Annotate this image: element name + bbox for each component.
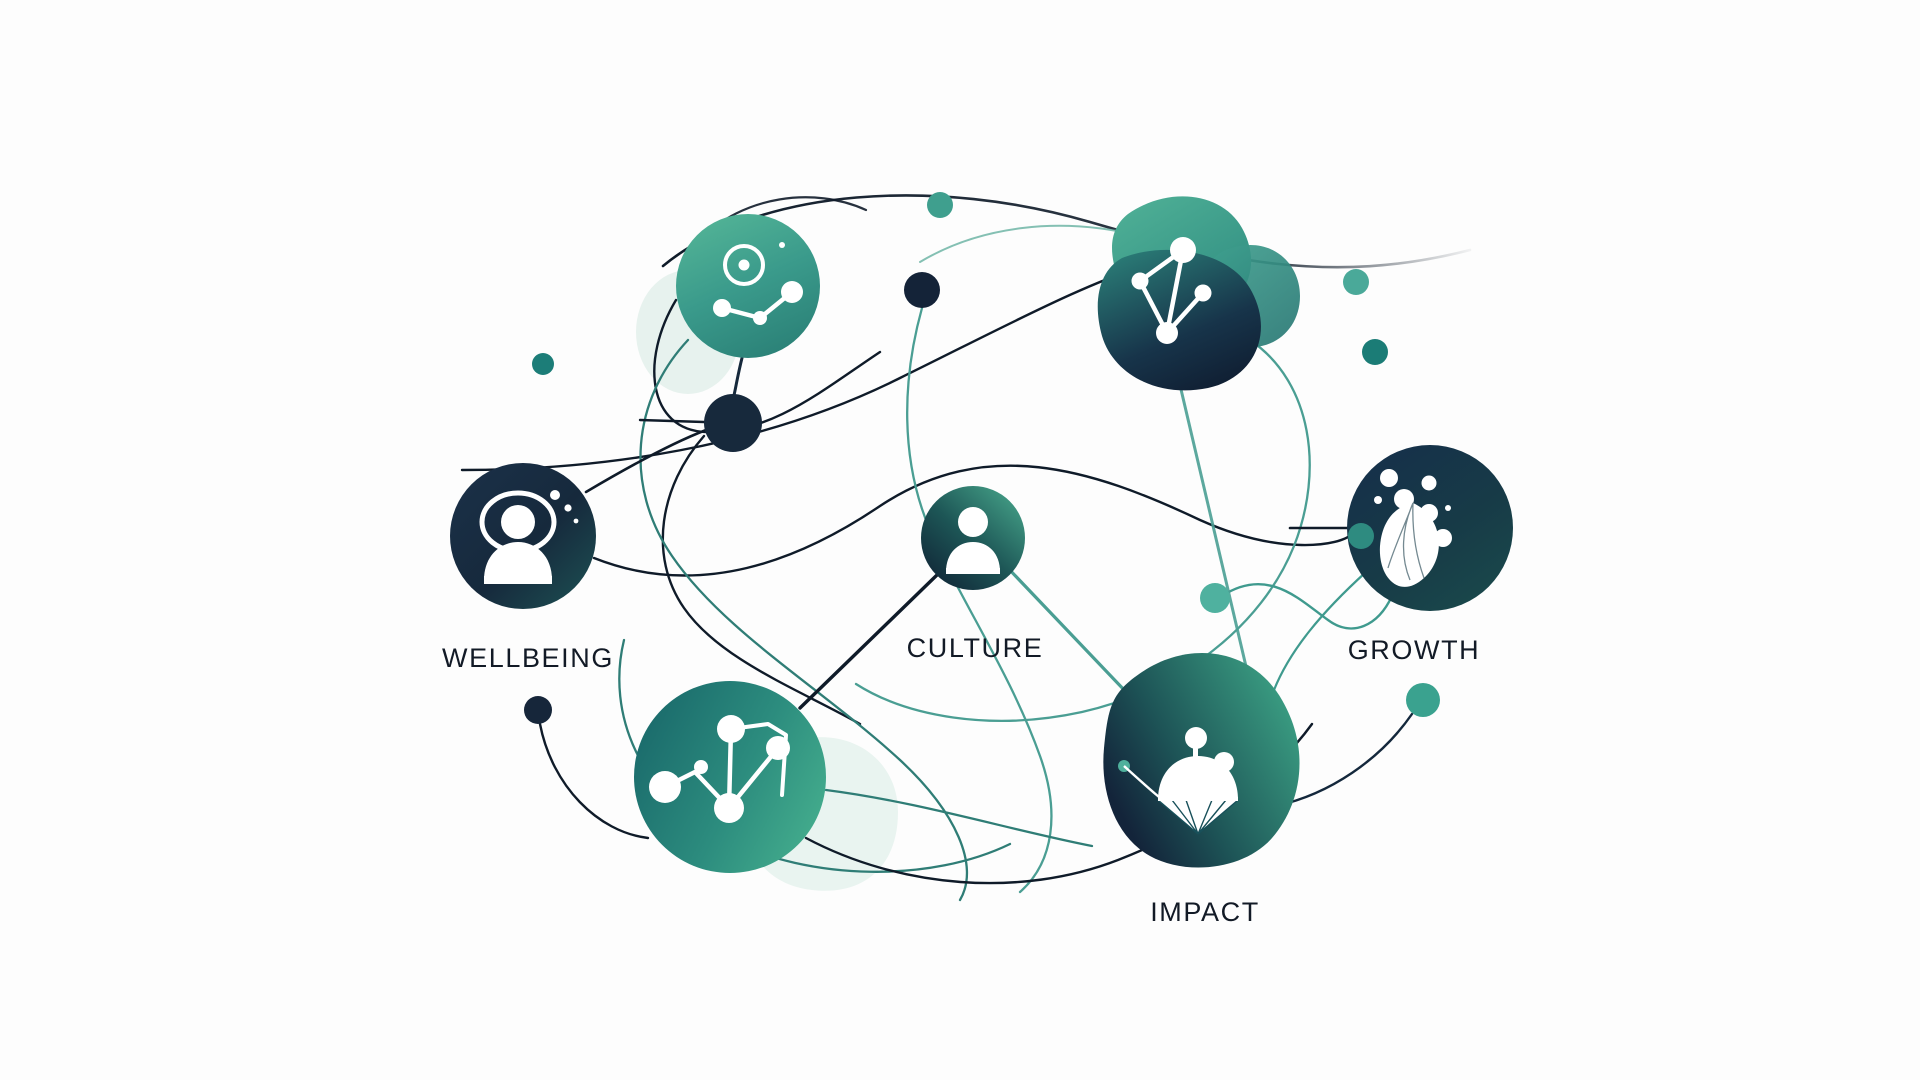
link-teal-squiggle-growth [1220,583,1394,630]
label-impact: IMPACT [1150,897,1260,927]
link-teal-dot-bottom-tail [1274,712,1414,808]
node-impact[interactable] [1103,653,1300,868]
link-long-diagonal [460,256,1170,472]
teal-dot-under-growth [1200,583,1230,613]
node-insight-shape[interactable] [676,214,820,358]
label-growth: GROWTH [1348,635,1481,665]
link-teal-vertical [906,306,1053,894]
label-wellbeing: WELLBEING [442,643,614,673]
link-wellbeing-middot [584,428,708,494]
teal-dot-small-left [532,353,554,375]
navy-dot-mid-left [704,394,762,452]
link-wellbeing-right [592,464,1354,577]
node-labels: WELLBEING CULTURE GROWTH IMPACT [442,633,1481,927]
link-culture-constellation [798,572,940,710]
link-navy-dot-to-constellation [538,722,650,840]
link-teal-center-sweep [639,338,969,902]
navy-dot-top [904,272,940,308]
person-icon [946,507,1000,574]
teal-dot-bottom-right [1406,683,1440,717]
link-insight-navy-dot [731,356,744,398]
node-wellbeing[interactable] [450,463,596,609]
link-navy-dot-left-tail [638,418,706,424]
leaf-icon [1348,469,1452,587]
node-connection-cluster[interactable] [1097,196,1300,391]
node-culture-shape[interactable] [921,486,1025,590]
link-top-sweep [661,194,1472,269]
node-insight[interactable] [676,214,820,358]
connection-lines [460,194,1472,902]
link-teal-right-orbit [854,338,1311,722]
node-constellation[interactable] [634,681,826,873]
link-teal-upper-right [919,224,1141,263]
link-mid-left-arc [661,434,862,726]
link-constellation-right [824,788,1094,848]
node-growth[interactable] [1347,445,1513,611]
teal-dot-top [927,192,953,218]
constellation-icon [649,715,790,823]
parachute-icon [1118,727,1239,835]
accent-dots [524,192,1440,724]
person-in-circle-icon [479,490,579,584]
label-culture: CULTURE [907,633,1044,663]
network-radar-icon [713,242,803,325]
node-culture[interactable] [921,486,1025,590]
molecule-icon [1131,237,1212,344]
link-growth-down-left [1272,570,1368,692]
teal-dot-right [1362,339,1388,365]
teal-dot-upper-right [1343,269,1369,295]
navy-dot-lower-left [524,696,552,724]
link-cluster-impact [1166,332,1257,706]
